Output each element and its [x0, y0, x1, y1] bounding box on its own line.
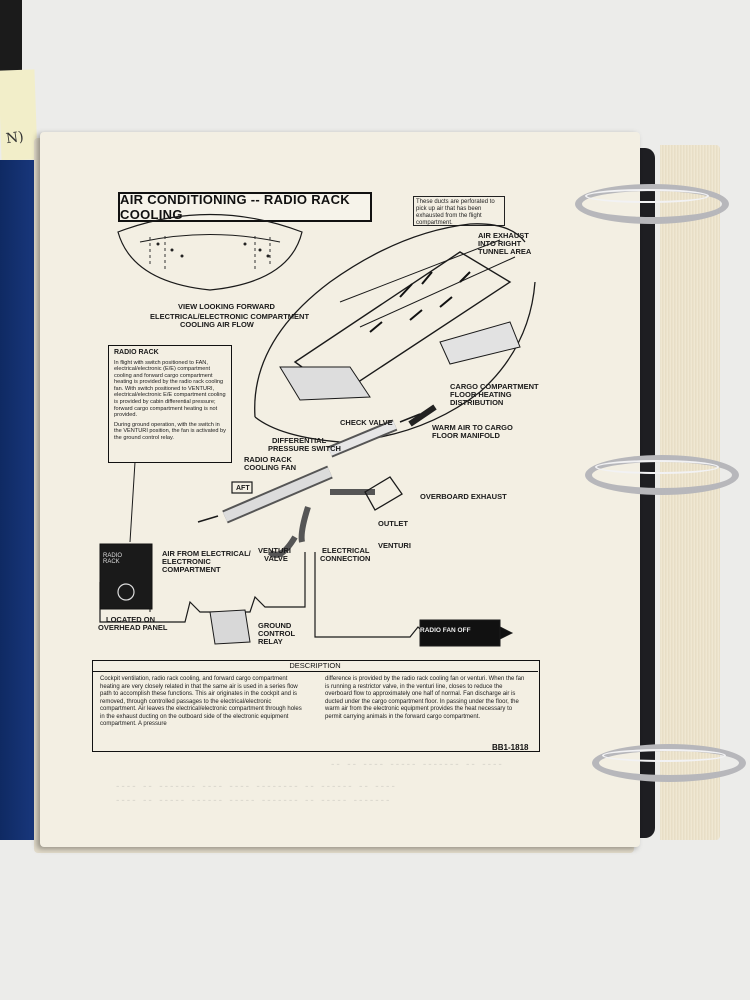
label-cargo-heat-2: FLOOR HEATING	[450, 390, 512, 399]
radio-rack-para1: In flight with switch positioned to FAN,…	[114, 359, 226, 419]
label-cargo-heat-3: DISTRIBUTION	[450, 398, 504, 407]
radio-rack-para2: During ground operation, with the switch…	[114, 421, 226, 442]
sticky-note-text: N)	[4, 128, 25, 148]
label-air-from-2: ELECTRONIC	[162, 557, 211, 566]
aft-arrow-box	[231, 481, 253, 494]
label-diff-switch-2: PRESSURE SWITCH	[268, 444, 341, 453]
page-code: BB1-1818	[492, 743, 529, 752]
label-ground-relay-2: CONTROL	[258, 629, 296, 638]
forward-view-outline	[117, 213, 303, 291]
cooling-diagram	[99, 213, 536, 647]
description-box	[92, 660, 540, 752]
label-air-exhaust-2: INTO RIGHT	[478, 239, 522, 248]
label-venturi-valve: VENTURI	[258, 546, 291, 555]
description-heading: DESCRIPTION	[92, 660, 538, 672]
label-cargo-heat: CARGO COMPARTMENT	[450, 382, 539, 391]
label-fan: RADIO RACK	[244, 455, 292, 464]
label-aft: AFT	[236, 485, 250, 492]
label-view-forward: VIEW LOOKING FORWARD	[178, 302, 275, 311]
label-outlet: OUTLET	[378, 519, 408, 528]
sticky-note	[0, 69, 38, 161]
radio-rack-heading: RADIO RACK	[114, 349, 159, 356]
bleed-through-text: -- -- ---- ----- ------- -- ----	[330, 760, 503, 770]
label-ee-airflow: ELECTRICAL/ELECTRONIC COMPARTMENT	[150, 312, 310, 321]
outlet-shape	[364, 476, 403, 511]
label-overhead: LOCATED ON	[106, 615, 156, 624]
ring-shine	[585, 189, 709, 203]
label-air-exhaust: AIR EXHAUST	[478, 231, 529, 240]
label-overhead-2: OVERHEAD PANEL	[98, 623, 168, 632]
label-electrical: ELECTRICAL	[322, 546, 370, 555]
label-electrical-2: CONNECTION	[320, 554, 371, 563]
label-overboard: OVERBOARD EXHAUST	[420, 492, 507, 501]
label-venturi: VENTURI	[378, 541, 411, 550]
binder-ring-bottom	[592, 744, 746, 782]
bleed-through-text: ---- -- ------- ---- ---- -------- -- --…	[115, 782, 396, 792]
description-col2: difference is provided by the radio rack…	[325, 676, 525, 720]
ring-shine	[595, 460, 719, 474]
warm-air-arrow	[408, 404, 437, 427]
page-title: AIR CONDITIONING -- RADIO RACK COOLING	[118, 192, 372, 222]
label-air-from-3: COMPARTMENT	[162, 565, 221, 574]
bleed-through-text: ---- -- ----- ------ ----- ------- -- --…	[115, 796, 391, 806]
overhead-panel	[99, 543, 153, 610]
label-ground-relay: GROUND	[258, 621, 292, 630]
label-venturi-valve-2: VALVE	[264, 554, 288, 563]
label-fan-2: COOLING FAN	[244, 463, 297, 472]
label-warm-air-2: FLOOR MANIFOLD	[432, 431, 500, 440]
label-air-exhaust-3: TUNNEL AREA	[478, 247, 532, 256]
label-ground-relay-3: RELAY	[258, 637, 283, 646]
binder-ring-middle	[585, 455, 739, 495]
label-diff-switch: DIFFERENTIAL	[272, 436, 327, 445]
binder-top-edge	[0, 0, 22, 90]
radio-fan-off-text: RADIO FAN OFF	[420, 627, 471, 634]
radio-rack-note: RADIO RACK In flight with switch positio…	[108, 345, 232, 463]
label-ee-airflow-2: COOLING AIR FLOW	[180, 320, 254, 329]
ring-shine	[602, 749, 726, 762]
fuselage-outline	[254, 223, 526, 418]
description-col1: Cockpit ventilation, radio rack cooling,…	[100, 676, 302, 727]
label-air-from: AIR FROM ELECTRICAL/	[162, 549, 251, 558]
label-check-valve: CHECK VALVE	[340, 418, 393, 427]
radio-fan-off-panel	[419, 619, 501, 647]
ground-relay	[209, 609, 251, 645]
label-warm-air: WARM AIR TO CARGO	[432, 423, 513, 432]
binder-ring-top	[575, 184, 729, 224]
